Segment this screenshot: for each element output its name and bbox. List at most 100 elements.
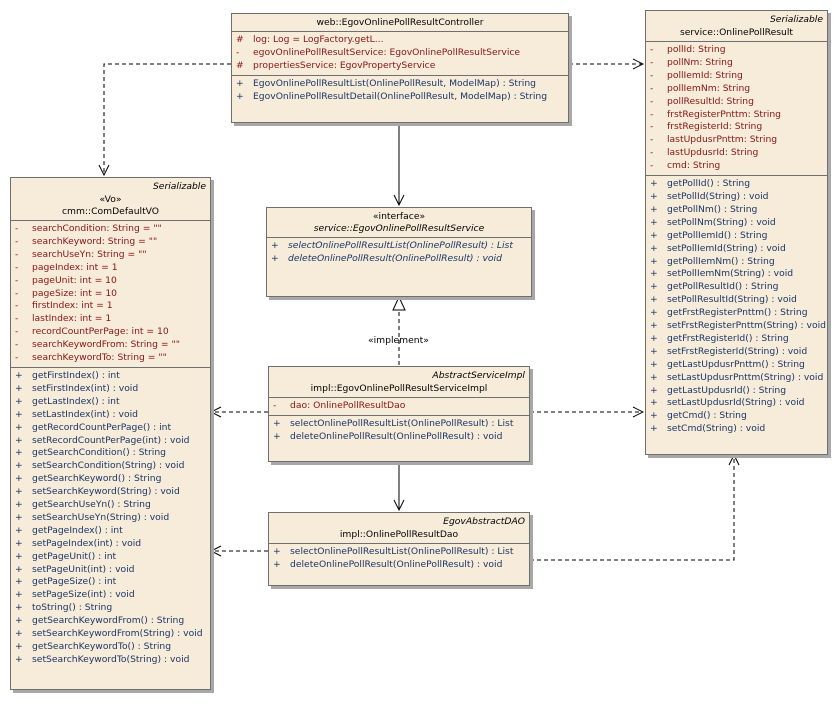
operation-text: setLastUpdusrId(String) : void (667, 397, 805, 409)
visibility-marker: + (650, 345, 658, 357)
operation-row: +setPollId(String) : void (650, 191, 825, 204)
operation-row: +setSearchKeywordTo(String) : void (15, 654, 208, 667)
class-header: Serializable service::OnlinePollResult (646, 11, 827, 42)
visibility-marker: + (650, 294, 658, 306)
visibility-marker: + (15, 615, 23, 627)
attribute-text: firstIndex: int = 1 (32, 300, 113, 312)
operation-row: +getPollId() : String (650, 178, 825, 191)
visibility-marker: - (650, 82, 654, 94)
operation-text: getPollId() : String (667, 178, 751, 190)
attribute-row: -searchUseYn: String = "" (15, 249, 208, 262)
attribute-row: -searchKeyword: String = "" (15, 236, 208, 249)
visibility-marker: - (236, 46, 240, 58)
visibility-marker: - (650, 44, 654, 55)
operation-text: setPageUnit(int) : void (32, 563, 135, 575)
attribute-row: -lastIndex: int = 1 (15, 313, 208, 326)
visibility-marker: + (15, 460, 23, 472)
operation-text: getPollIemId() : String (667, 229, 768, 241)
operation-row: +getPageIndex() : int (15, 525, 208, 538)
operation-section: +getPollId() : String+setPollId(String) … (646, 176, 827, 438)
attribute-row: -dao: OnlinePollResultDao (273, 400, 527, 413)
operation-row: +getSearchUseYn() : String (15, 499, 208, 512)
attribute-row: -lastUpdusrId: String (650, 147, 825, 160)
attribute-row: -searchCondition: String = "" (15, 223, 208, 236)
attribute-text: frstRegisterId: String (667, 121, 763, 133)
attribute-row: # propertiesService: EgovPropertyService (236, 60, 566, 73)
operation-text: getPollNm() : String (667, 203, 758, 215)
visibility-marker: + (15, 537, 23, 549)
operation-row: +setPageUnit(int) : void (15, 564, 208, 577)
operation-row: + getFrstRegisterPnttm() : String (650, 307, 825, 320)
operation-text: setPageSize(int) : void (32, 589, 135, 601)
visibility-marker: - (650, 147, 654, 159)
operation-row: +deleteOnlinePollResult(OnlinePollResult… (273, 559, 527, 572)
attribute-row: -pageUnit: int = 10 (15, 275, 208, 288)
visibility-marker: + (15, 524, 23, 536)
attribute-text: pollNm: String (667, 56, 733, 68)
class-box-service-impl[interactable]: AbstractServiceImpl impl::EgovOnlinePoll… (268, 366, 530, 462)
operation-row: +EgovOnlinePollResultList(OnlinePollResu… (236, 78, 566, 91)
class-header: EgovAbstractDAO impl::OnlinePollResultDa… (269, 513, 529, 544)
stereotype-label: «Vo» (99, 194, 122, 205)
operation-text: selectOnlinePollResultList(OnlinePollRes… (288, 240, 513, 251)
visibility-marker: + (650, 384, 658, 396)
visibility-marker: # (236, 59, 244, 71)
visibility-marker: + (650, 203, 658, 215)
dependency-dao-to-model (530, 455, 734, 561)
class-name: service::EgovOnlinePollResultService (313, 223, 485, 234)
attribute-row: -pageIndex: int = 1 (15, 262, 208, 275)
operation-row: +EgovOnlinePollResultDetail(OnlinePollRe… (236, 91, 566, 104)
operation-text: setSearchCondition(String) : void (32, 460, 185, 472)
attribute-section: -pollId: String-pollNm: String-pollIemId… (646, 42, 827, 177)
visibility-marker: + (650, 190, 658, 202)
operation-row: +deleteOnlinePollResult(OnlinePollResult… (273, 431, 527, 444)
attribute-row: -searchKeywordTo: String = "" (15, 352, 208, 365)
operation-text: getRecordCountPerPage() : int (32, 421, 172, 433)
visibility-marker: + (650, 307, 658, 319)
attribute-row: -frstRegisterId: String (650, 121, 825, 134)
operation-row: + getSearchKeywordFrom() : String (15, 615, 208, 628)
class-box-com-default-vo[interactable]: Serializable «Vo» cmm::ComDefaultVO -sea… (10, 177, 211, 690)
visibility-marker: - (15, 261, 19, 273)
operation-text: getSearchKeywordFrom() : String (32, 615, 185, 627)
operation-row: +deleteOnlinePollResult(OnlinePollResult… (271, 253, 529, 266)
operation-row: +getRecordCountPerPage() : int (15, 422, 208, 435)
operation-row: +selectOnlinePollResultList(OnlinePollRe… (273, 418, 527, 431)
operation-text: setPollIemId(String) : void (667, 242, 786, 254)
operation-text: setRecordCountPerPage(int) : void (32, 434, 190, 446)
visibility-marker: - (15, 223, 19, 234)
operation-text: getCmd() : String (667, 410, 747, 422)
attribute-row: -pollIemId: String (650, 70, 825, 83)
visibility-marker: + (650, 268, 658, 280)
operation-section: + selectOnlinePollResultList(OnlinePollRe… (267, 238, 531, 268)
operation-text: getFrstRegisterPnttm() : String (667, 307, 808, 319)
visibility-marker: + (650, 410, 658, 422)
visibility-marker: - (650, 69, 654, 81)
operation-text: getLastUpdusrId() : String (667, 384, 787, 396)
operation-text: getPageSize() : int (32, 576, 117, 588)
attribute-text: propertiesService: EgovPropertyService (253, 59, 436, 71)
visibility-marker: + (15, 447, 23, 459)
attribute-text: searchUseYn: String = "" (32, 248, 147, 260)
class-box-controller[interactable]: web::EgovOnlinePollResultController #log… (231, 13, 569, 123)
operation-row: +getFirstIndex() : int (15, 370, 208, 383)
attribute-section: -dao: OnlinePollResultDao (269, 398, 529, 416)
visibility-marker: + (650, 320, 658, 332)
operation-row: +setPollIemId(String) : void (650, 243, 825, 256)
class-box-online-poll-result[interactable]: Serializable service::OnlinePollResult -… (645, 10, 828, 455)
visibility-marker: + (650, 255, 658, 267)
attribute-row: -cmd: String (650, 160, 825, 173)
visibility-marker: + (271, 240, 279, 251)
class-box-service-interface[interactable]: «interface» service::EgovOnlinePollResul… (266, 207, 532, 297)
class-box-dao[interactable]: EgovAbstractDAO impl::OnlinePollResultDa… (268, 512, 530, 586)
visibility-marker: - (15, 300, 19, 312)
class-header: AbstractServiceImpl impl::EgovOnlinePoll… (269, 367, 529, 398)
implement-label: «implement» (368, 335, 429, 346)
visibility-marker: + (15, 369, 23, 381)
visibility-marker: + (273, 417, 281, 429)
attribute-text: pageSize: int = 10 (32, 287, 118, 299)
operation-text: setFrstRegisterPnttm(String) : void (667, 320, 826, 332)
operation-text: setPollIemNm(String) : void (667, 268, 794, 280)
visibility-marker: + (650, 332, 658, 344)
visibility-marker: + (15, 576, 23, 588)
